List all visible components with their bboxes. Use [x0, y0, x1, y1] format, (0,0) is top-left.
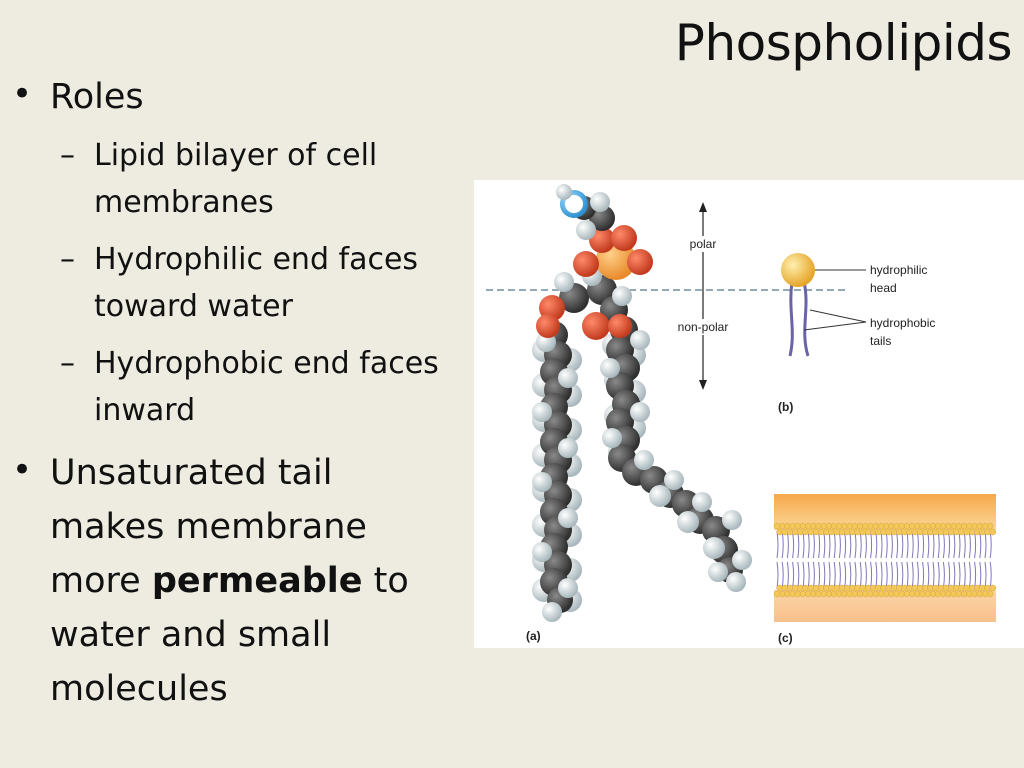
dash-marker: –	[60, 346, 75, 381]
bullet-roles-text: Roles	[50, 77, 144, 117]
sub-bullet-1: – Lipid bilayer of cell membranes	[60, 132, 450, 226]
unsat-pre: Unsaturated tail makes membrane more	[50, 453, 367, 601]
tails-label: tails	[870, 334, 891, 348]
sub-bullet-text: Lipid bilayer of cell membranes	[94, 138, 378, 220]
bilayer-head	[989, 584, 997, 592]
phosphate-head	[556, 184, 653, 280]
unsat-bold: permeable	[151, 561, 363, 601]
sub-bullet-2: – Hydrophilic end faces toward water	[60, 236, 450, 330]
panel-b-label: (b)	[778, 400, 793, 414]
hydrophilic-label: hydrophilic	[870, 263, 927, 277]
space-filling-molecule: polar non-polar (a)	[486, 184, 849, 643]
right-tail	[600, 310, 752, 592]
simplified-phospholipid: hydrophilic head hydrophobic tails (b)	[778, 253, 935, 414]
figure-svg: polar non-polar (a) hydrophilic head hyd…	[486, 184, 997, 645]
dash-marker: –	[60, 138, 75, 173]
left-tail	[532, 321, 582, 622]
dash-marker: –	[60, 242, 75, 277]
polar-label: polar	[690, 237, 717, 251]
bilayer-head	[986, 590, 994, 598]
bilayer-head	[986, 522, 994, 530]
hydrophilic-head-icon	[781, 253, 815, 287]
slide-title: Phospholipids	[674, 14, 1013, 72]
bullet-dot: •	[12, 450, 33, 490]
panel-a-label: (a)	[526, 629, 541, 643]
panel-c-label: (c)	[778, 631, 793, 645]
head-label: head	[870, 281, 897, 295]
sub-bullet-text: Hydrophilic end faces toward water	[94, 242, 419, 324]
bilayer-head	[989, 528, 997, 536]
bullet-unsaturated-text: Unsaturated tail makes membrane more per…	[50, 446, 430, 716]
glycerol-region	[536, 266, 632, 340]
polarity-arrow	[674, 202, 732, 390]
lipid-bilayer: (c)	[773, 494, 997, 645]
unsat-post: to water and small molecules	[50, 561, 409, 709]
nonpolar-label: non-polar	[678, 320, 729, 334]
phospholipid-figure: polar non-polar (a) hydrophilic head hyd…	[474, 180, 1024, 648]
sub-bullet-text: Hydrophobic end faces inward	[94, 346, 439, 428]
hydrophobic-label: hydrophobic	[870, 316, 935, 330]
sub-bullet-3: – Hydrophobic end faces inward	[60, 340, 450, 434]
bullet-dot: •	[12, 74, 33, 114]
